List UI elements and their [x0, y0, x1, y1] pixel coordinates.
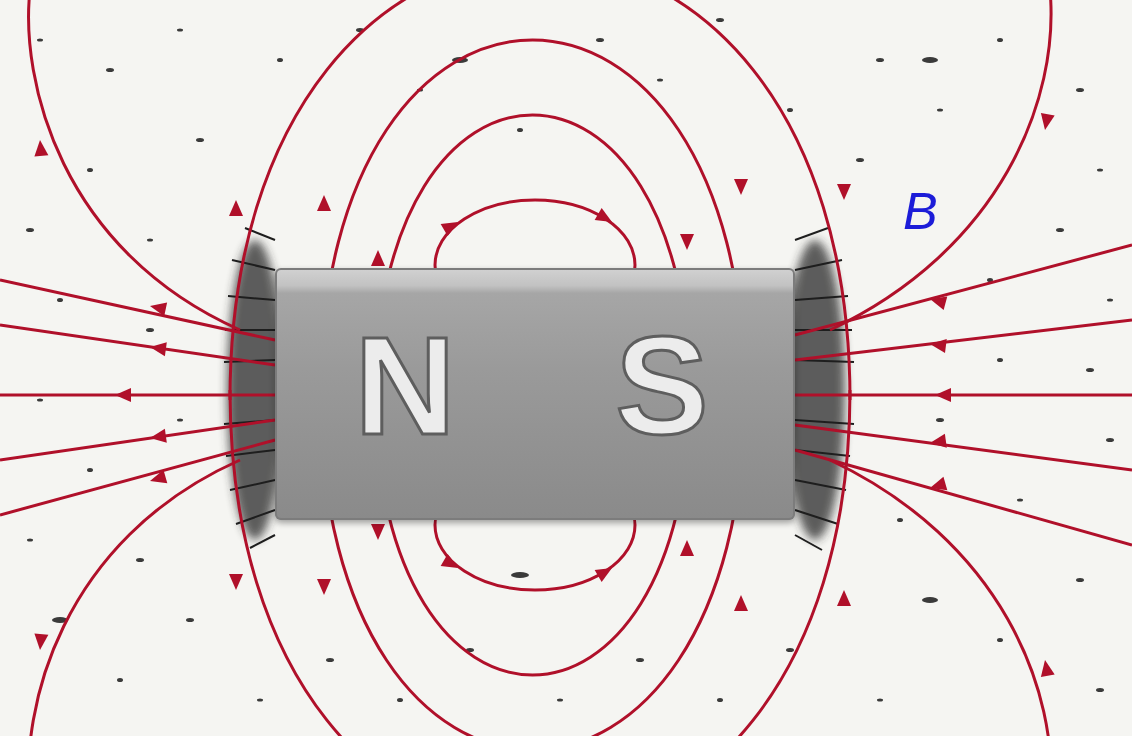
bar-magnet: NS — [275, 268, 795, 520]
field-label: B — [903, 185, 938, 237]
field-arrows — [33, 113, 1055, 677]
pole-letter: N — [354, 316, 455, 456]
iron-filings — [26, 18, 1114, 702]
pole-letter: S — [615, 316, 708, 456]
pole-filings — [224, 228, 854, 550]
